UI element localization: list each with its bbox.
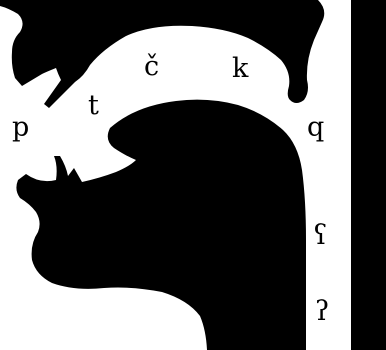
label-uvular-q: q <box>307 114 324 141</box>
right-black-panel <box>351 0 386 350</box>
label-glottal-stop: ʔ <box>315 298 329 325</box>
label-postalveolar-c-hacek: č <box>144 53 159 80</box>
label-velar-k: k <box>232 55 248 82</box>
label-bilabial-p: p <box>12 114 29 141</box>
label-pharyngeal-ain: ʕ <box>313 222 327 249</box>
label-alveolar-t: t <box>88 92 99 119</box>
tongue-lower-jaw-silhouette <box>16 100 306 350</box>
upper-jaw-palate-silhouette <box>0 0 324 108</box>
